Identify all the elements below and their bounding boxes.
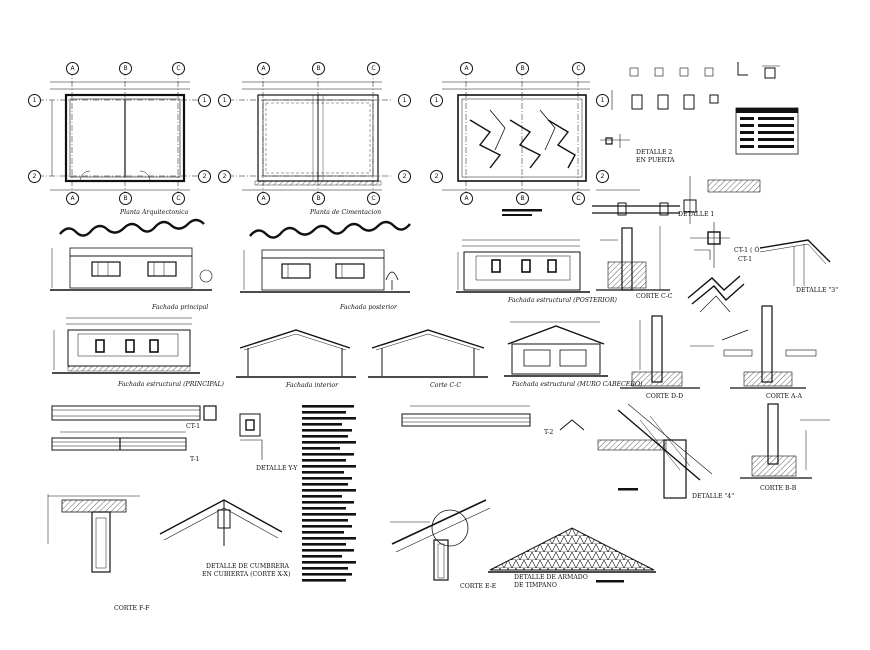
grid-bubble-b: B [119,192,132,205]
foundation-plan [228,70,392,196]
label-ct1-detail: CT-1 ( Ó [734,247,760,254]
label-corte-cc: CORTE C-C [636,293,673,300]
section-ff-detail [47,494,140,573]
ridge-detail [159,499,283,546]
title-structural-main-elevation: Fachada estructural (PRINCIPAL) [118,381,224,388]
architectural-plan [38,70,200,196]
label-ridge-detail-2: EN CUBIERTA (CORTE X-X) [202,571,291,578]
title-main-elevation: Fachada principal [152,304,209,311]
grid-bubble-a: A [66,192,79,205]
section-ee-detail [390,499,491,581]
column-details [611,62,780,110]
structural-rear-elevation [456,239,590,293]
grid-bubble-1: 1 [430,94,443,107]
plan-title-foundation: Planta de Cimentacion [310,209,382,216]
grid-bubble-c: C [572,62,585,75]
rafter-joint-detail [687,275,745,313]
general-notes [302,405,356,582]
grid-bubble-2: 2 [430,170,443,183]
title-structural-rear-elevation: Fachada estructural (POSTERIOR) [508,297,617,304]
grid-bubble-a: A [257,192,270,205]
label-detail-1: DETALLE 1 [678,211,715,218]
grid-bubble-b: B [312,192,325,205]
label-door-detail-1: DETALLE 2 [636,149,673,156]
title-rear-elevation: Fachada posterior [340,304,397,311]
grid-bubble-2: 2 [596,170,609,183]
label-gable-detail-2: DE TIMPANO [514,582,557,589]
grid-bubble-a: A [460,192,473,205]
label-detalle-yy: DETALLE Y-Y [256,465,298,472]
gable-wall-elevation [504,321,608,377]
grid-bubble-1: 1 [596,94,609,107]
grid-bubble-1: 1 [218,94,231,107]
schedule-table [735,107,799,155]
ct1-beam-elevation [51,405,217,421]
grid-bubble-a: A [460,62,473,75]
grid-bubble-b: B [119,62,132,75]
grid-bubble-1: 1 [398,94,411,107]
label-corte-ee: CORTE E-E [460,583,497,590]
detail-3 [759,239,831,286]
label-t1-beam: T-1 [190,456,200,463]
section-bb-detail [740,403,830,479]
grid-bubble-2: 2 [198,170,211,183]
detail-yy [239,413,263,460]
grid-bubble-b: B [516,62,529,75]
label-t2-beam: T-2 [544,429,554,436]
t1-beam-elevation [51,431,187,451]
label-gable-detail-1: DETALLE DE ARMADO [514,574,588,581]
label-detalle-4: DETALLE "4" [692,493,735,500]
plan-title-architectural: Planta Arquitectonica [120,209,189,216]
main-elevation [50,218,213,291]
label-corte-ff: CORTE F-F [114,605,150,612]
label-door-detail-2: EN PUERTA [636,157,675,164]
grid-bubble-c: C [172,192,185,205]
door-detail [600,134,630,148]
t2-beam-elevation [401,405,585,431]
roof-plan [442,70,590,216]
ct1-detail [690,222,730,268]
label-corte-bb: CORTE B-B [760,485,797,492]
label-corte-dd: CORTE D-D [646,393,684,400]
structural-main-elevation [52,317,200,374]
section-dd-detail [620,315,714,389]
section-cc-detail [596,226,670,291]
grid-bubble-1: 1 [28,94,41,107]
grid-bubble-2: 2 [398,170,411,183]
detail-1-beam [592,176,761,224]
gable-truss-detail [488,527,656,583]
label-ct1-sub: CT-1 [738,256,753,263]
label-ct1-beam: CT-1 [186,423,201,430]
grid-bubble-a: A [257,62,270,75]
grid-bubble-1: 1 [198,94,211,107]
label-corte-aa: CORTE A-A [766,393,802,400]
grid-bubble-c: C [367,192,380,205]
title-section-c: Corte C-C [430,382,462,389]
label-detalle-3: DETALLE "3" [796,287,839,294]
grid-bubble-c: C [572,192,585,205]
grid-bubble-b: B [312,62,325,75]
detail-4 [597,403,713,499]
title-interior-elevation: Fachada interior [286,382,339,389]
grid-bubble-2: 2 [28,170,41,183]
title-gable-wall-elevation: Fachada estructural (MURO CABECERO) [512,381,643,388]
section-c-elevation [368,329,488,378]
interior-elevation [236,329,356,378]
grid-bubble-c: C [172,62,185,75]
label-ridge-detail-1: DETALLE DE CUMBRERA [206,563,290,570]
grid-bubble-b: B [516,192,529,205]
section-aa-detail [721,305,817,389]
grid-bubble-a: A [66,62,79,75]
grid-bubble-c: C [367,62,380,75]
rear-elevation [240,220,411,293]
grid-bubble-2: 2 [218,170,231,183]
